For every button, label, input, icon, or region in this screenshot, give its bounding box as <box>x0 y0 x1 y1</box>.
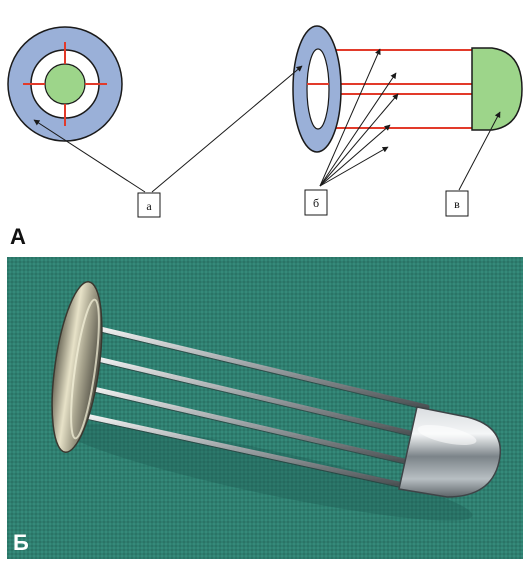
callout-arrows <box>33 48 501 193</box>
side-view <box>292 25 523 153</box>
panel-label-b: Б <box>13 530 29 555</box>
front-center-cap <box>44 63 86 105</box>
callout-label-v: в <box>454 197 460 211</box>
callout-box-b: б <box>304 189 328 216</box>
arrow-b-to-wire-4 <box>319 124 391 187</box>
device-end-ring <box>51 281 103 453</box>
side-cap <box>471 47 523 131</box>
arrow-b-to-wire-3 <box>319 93 399 187</box>
callout-box-v: в <box>445 190 469 217</box>
arrow-a-to-side-ring <box>151 65 303 193</box>
schematic-diagram: а б в <box>7 25 523 218</box>
arrow-a-to-front-ring <box>33 119 146 193</box>
side-ring-inner <box>306 48 330 130</box>
device-rods <box>78 324 430 488</box>
front-view <box>7 26 123 142</box>
callout-label-b: б <box>313 196 319 210</box>
arrow-v-to-cap <box>458 111 501 191</box>
callout-box-a: а <box>137 192 161 218</box>
device-shadow <box>61 423 473 521</box>
arrow-b-to-wire-1 <box>319 48 381 187</box>
device-photo <box>7 257 523 559</box>
panel-label-a: А <box>10 224 26 249</box>
callout-label-a: а <box>146 199 152 213</box>
arrow-b-to-wire-5 <box>319 146 389 187</box>
arrow-b-to-wire-2 <box>319 72 397 187</box>
